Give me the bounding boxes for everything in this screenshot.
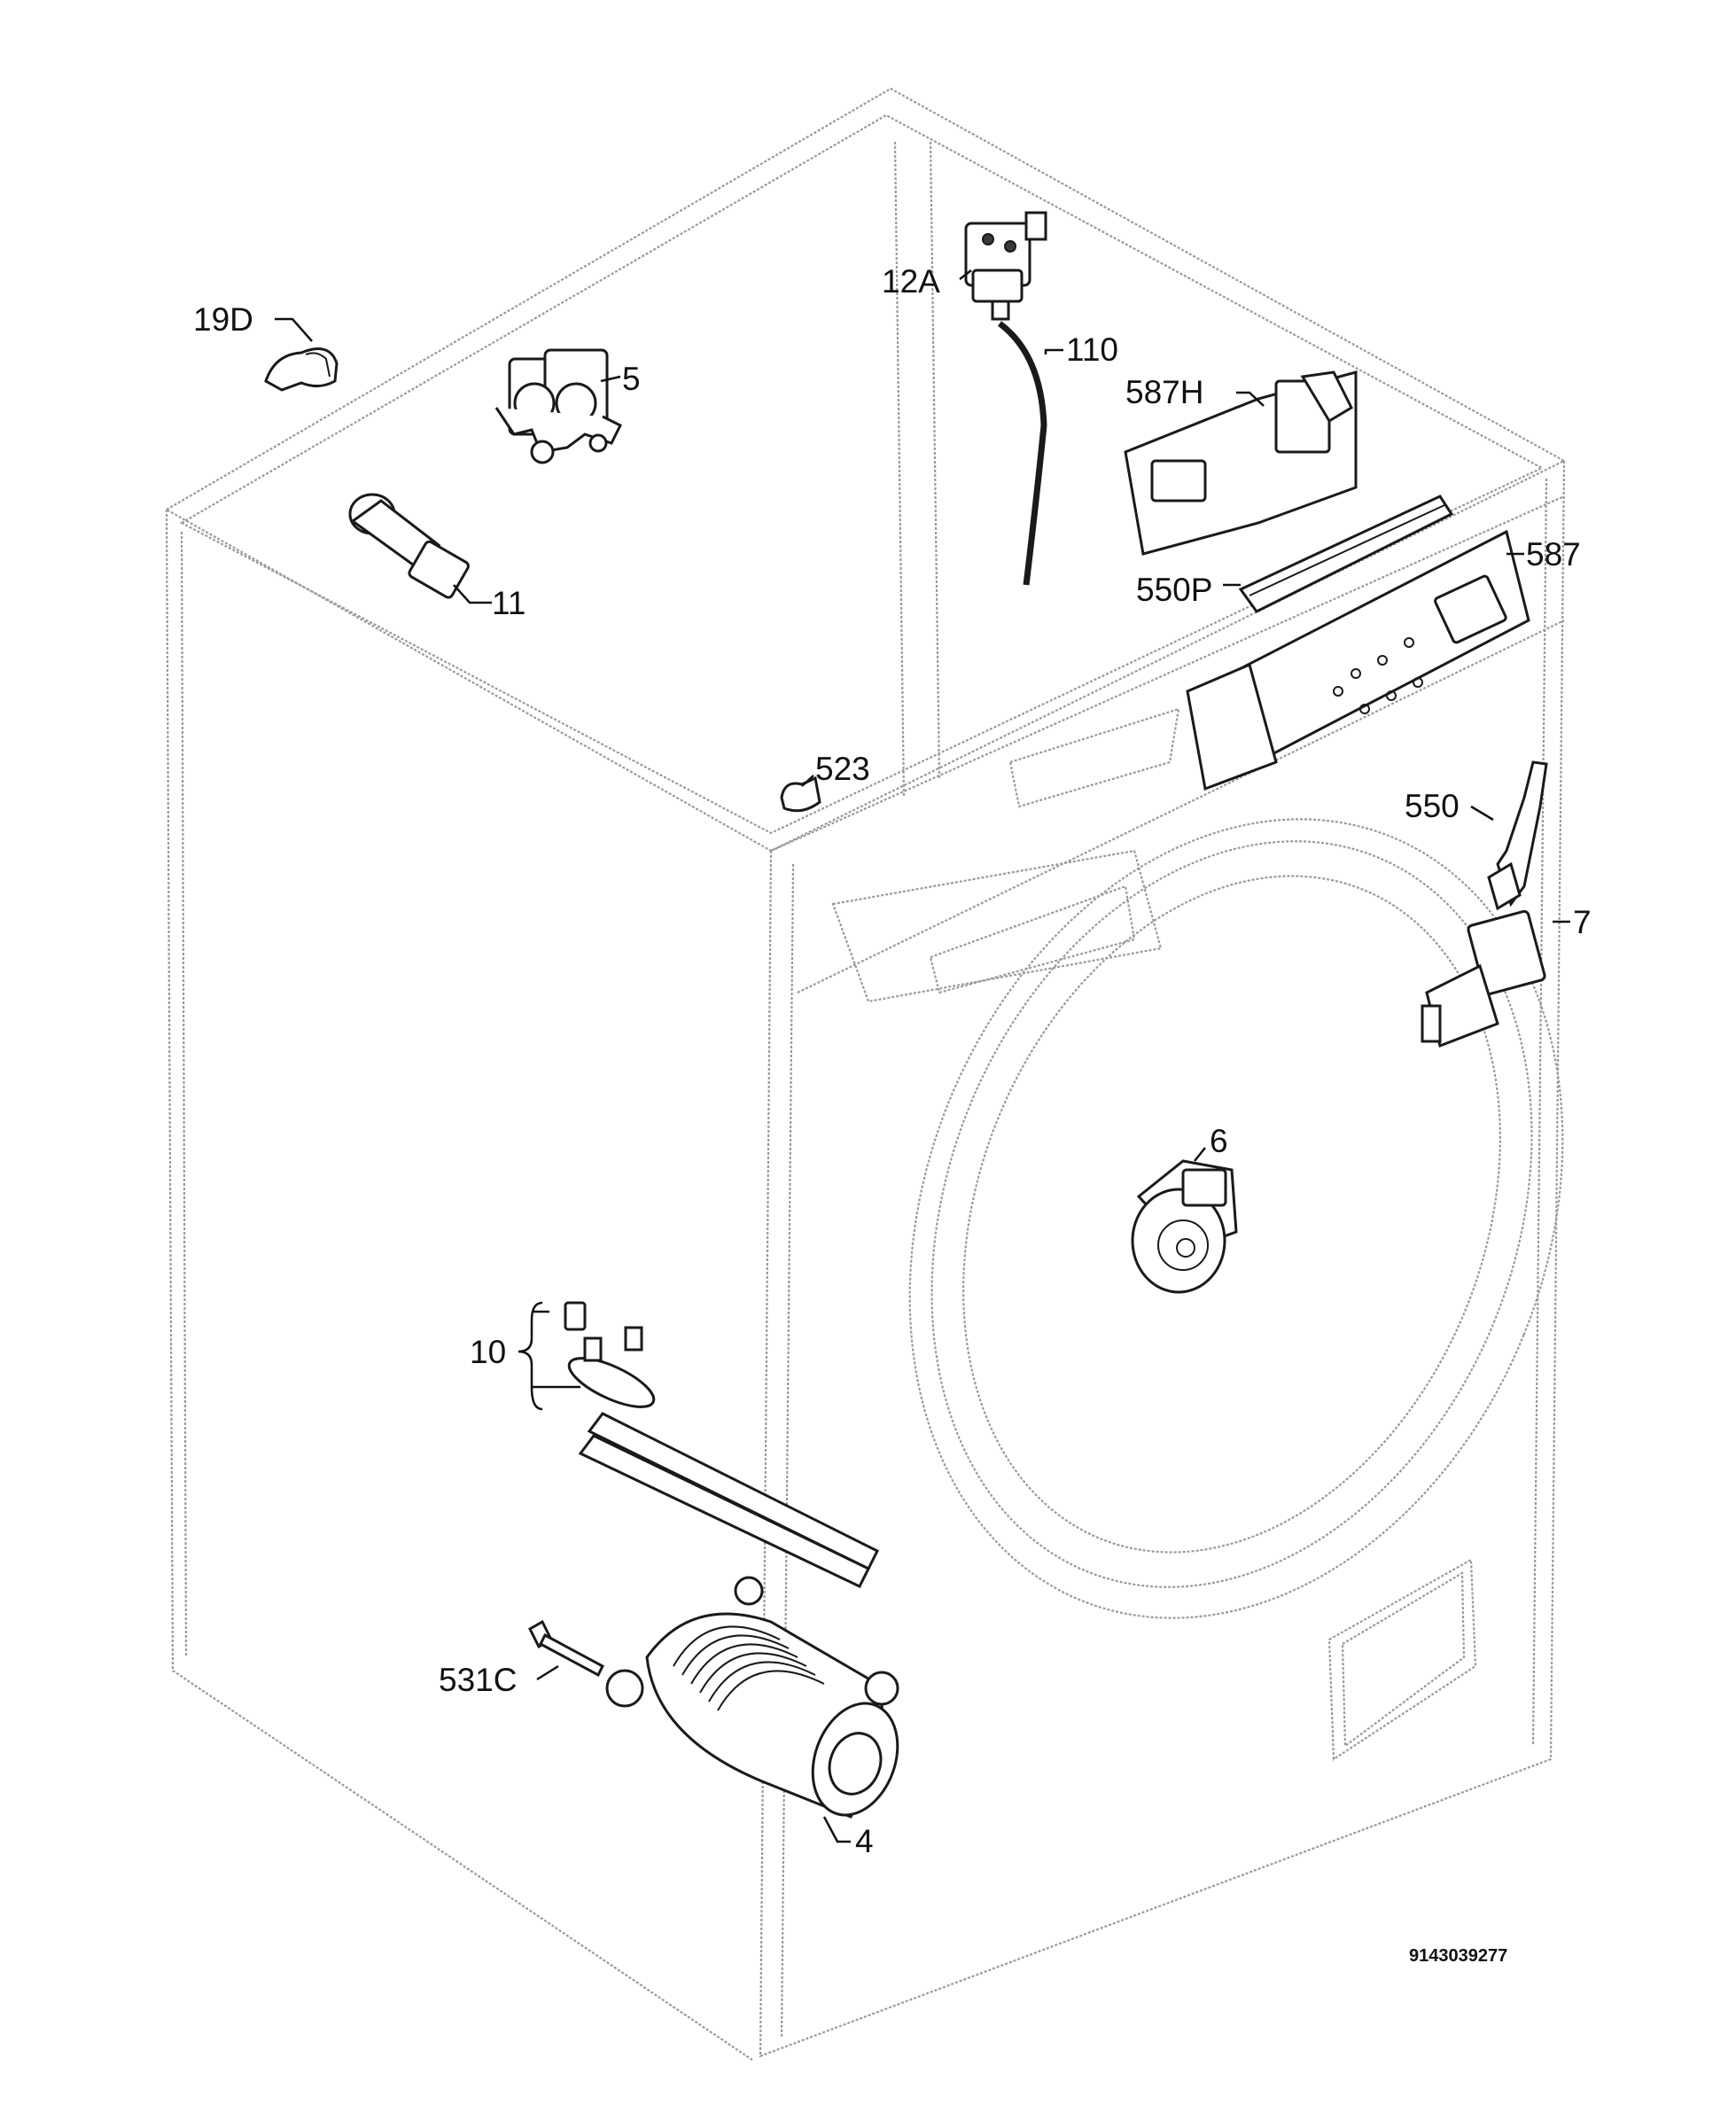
callout-labels: 19D 5 11 12A 110 587H 550P 587 523 550 7… xyxy=(193,263,1592,1966)
part-19d-clip xyxy=(264,317,339,392)
part-523-clip xyxy=(780,775,821,813)
callout-5: 5 xyxy=(622,361,641,397)
callout-587: 587 xyxy=(1526,536,1581,573)
callout-587h: 587H xyxy=(1125,374,1203,410)
callout-4: 4 xyxy=(855,1823,874,1859)
part-6-drain-pump xyxy=(1131,1147,1238,1294)
callout-523: 523 xyxy=(815,751,870,787)
callout-12a: 12A xyxy=(882,263,940,300)
part-12a-pressure-switch xyxy=(959,211,1047,321)
part-5-inlet-valve xyxy=(494,348,623,464)
callout-10: 10 xyxy=(470,1334,506,1370)
callout-11: 11 xyxy=(492,585,525,621)
part-587h-control-board xyxy=(1124,370,1358,556)
callout-550p: 550P xyxy=(1136,572,1212,608)
callout-531c: 531C xyxy=(439,1662,517,1698)
document-number: 9143039277 xyxy=(1409,1946,1507,1966)
callout-550: 550 xyxy=(1405,788,1460,824)
part-7-door-interlock xyxy=(1421,909,1570,1048)
part-110-hose xyxy=(997,321,1063,586)
part-550-door-handle xyxy=(1470,760,1548,911)
callout-110: 110 xyxy=(1066,331,1118,368)
callout-6: 6 xyxy=(1210,1123,1228,1159)
part-10-heating-element xyxy=(518,1301,880,1588)
part-4-motor xyxy=(605,1576,899,1843)
part-550p-light-guide xyxy=(1223,495,1454,613)
cabinet-outline xyxy=(164,87,1567,2061)
callout-7: 7 xyxy=(1573,904,1592,940)
part-11-capacitor xyxy=(348,493,492,604)
part-587-display-module xyxy=(1186,529,1530,791)
part-531c-screw xyxy=(528,1619,604,1681)
callout-19d: 19D xyxy=(193,301,253,338)
